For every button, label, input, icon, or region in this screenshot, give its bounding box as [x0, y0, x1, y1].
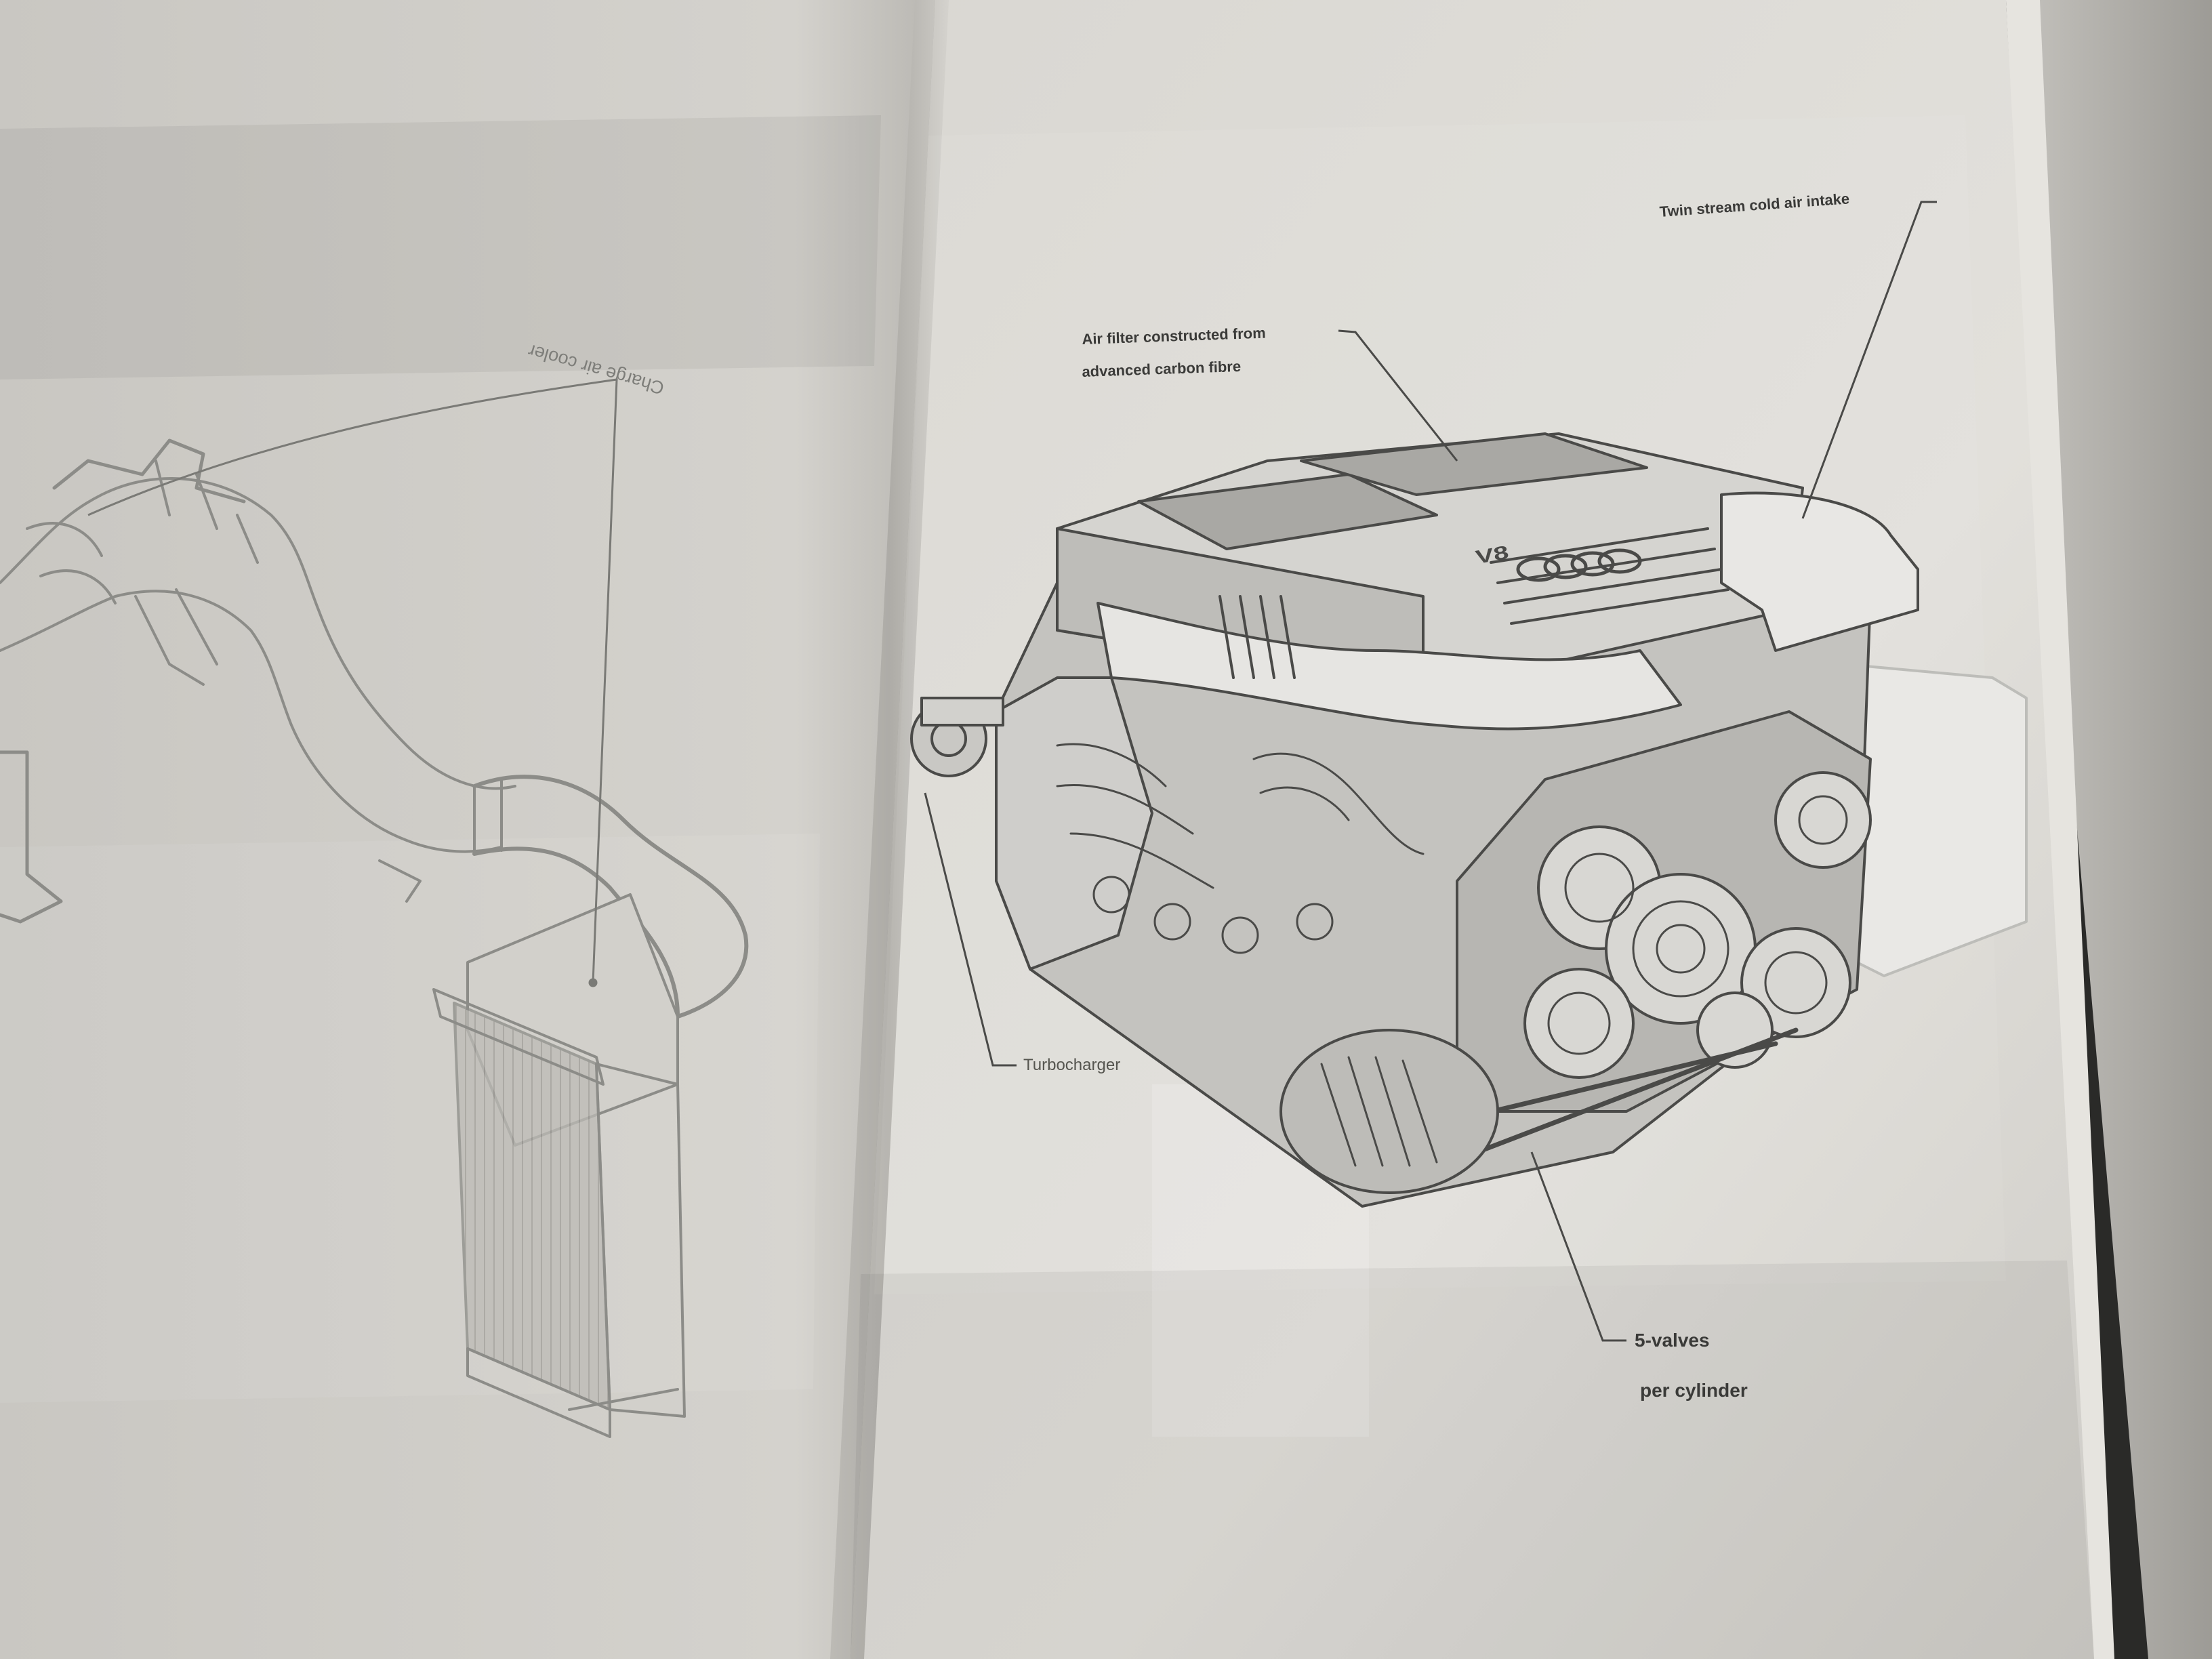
charge-air-cooler-leader — [87, 378, 618, 987]
turbocharger-label: Turbocharger — [1023, 1056, 1121, 1074]
charge-air-cooler-drawing — [0, 438, 749, 1438]
page-stack-edge — [2006, 0, 2114, 1659]
book-gutter — [830, 0, 949, 1659]
left-page — [0, 0, 935, 1659]
turbocharger-part — [910, 697, 1004, 777]
engine-drawing — [910, 432, 2028, 1208]
callout-leaders — [924, 201, 1937, 1342]
air-filter-panel-left — [1137, 473, 1438, 550]
four-rings-badge — [1516, 548, 1642, 582]
valves-label-line-2: per cylinder — [1640, 1380, 1748, 1401]
valves-label-line-1: 5-valves — [1635, 1330, 1710, 1351]
air-filter-panel-right — [1300, 432, 1648, 496]
